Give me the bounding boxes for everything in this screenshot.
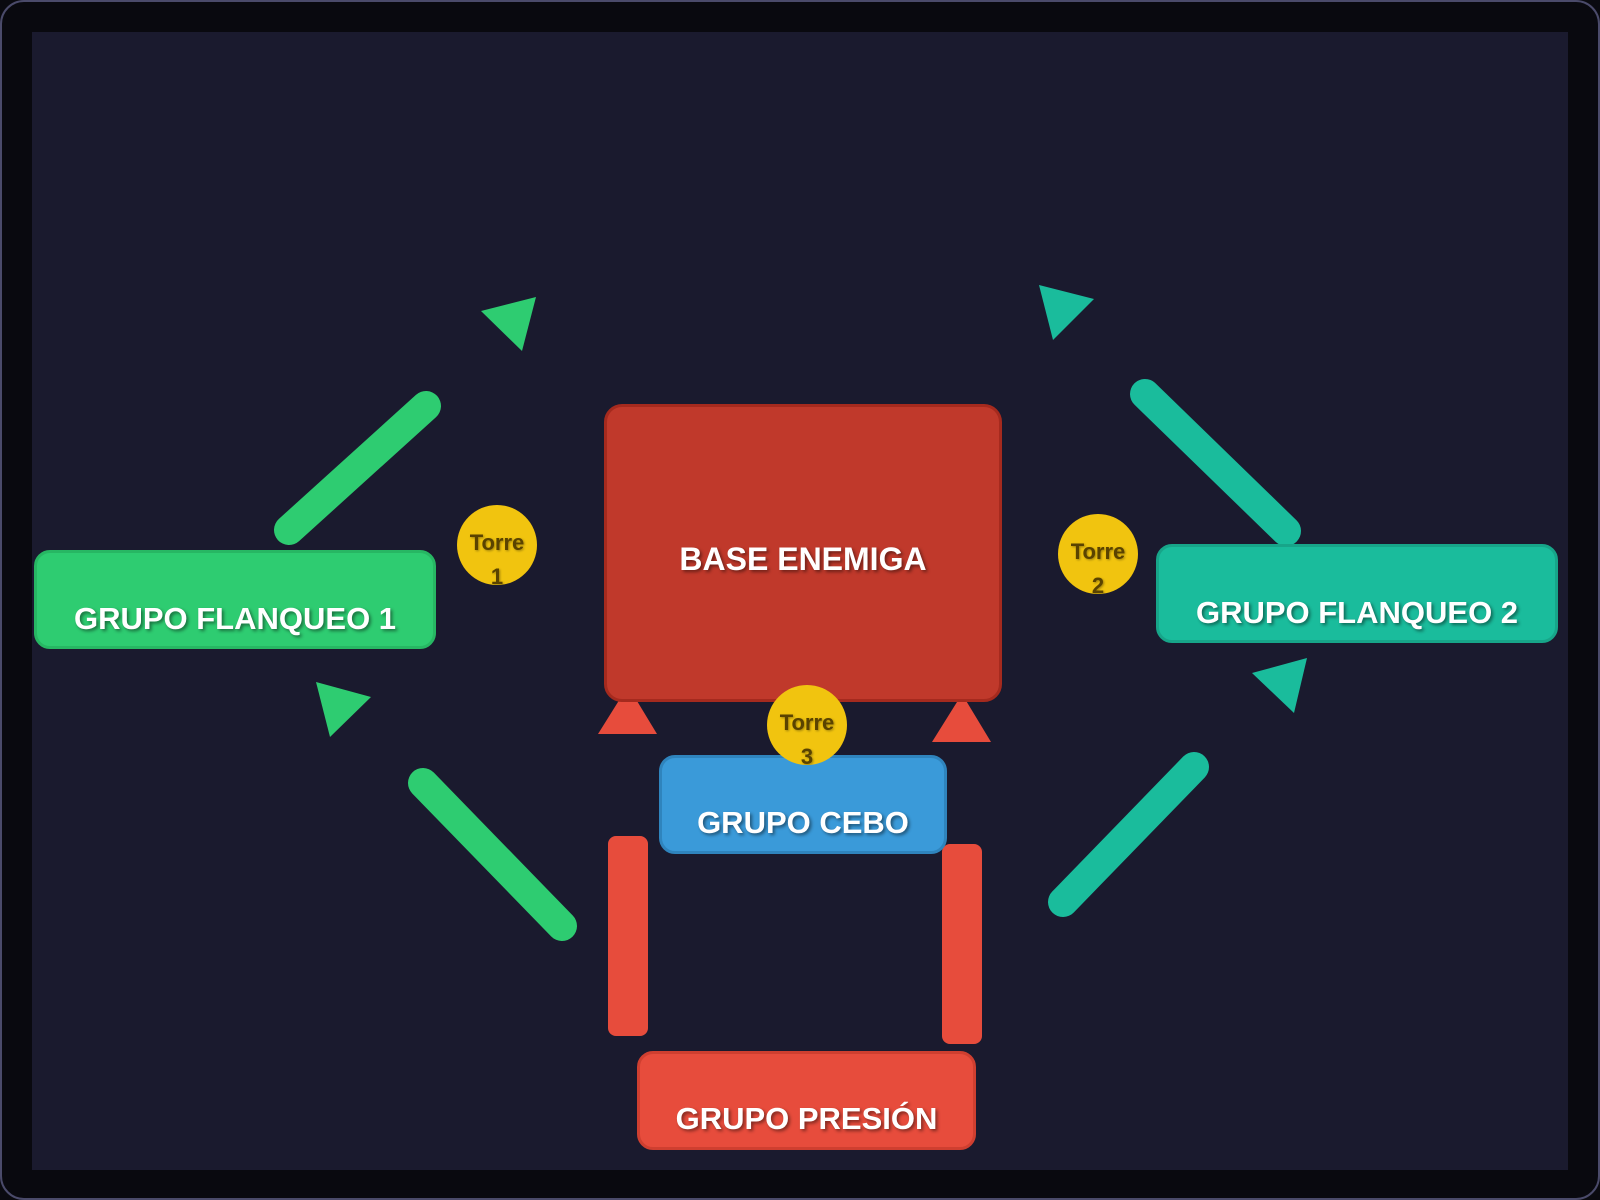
tower-2-marker: Torre 2 — [1058, 514, 1138, 594]
pressure-arrowhead-right — [932, 694, 991, 742]
enemy-base-node: BASE ENEMIGA — [604, 404, 1002, 702]
tower-3-number: 3 — [800, 744, 814, 765]
flank2-arrowhead-lower — [1252, 658, 1307, 713]
pressure-path-right — [942, 844, 982, 1044]
bait-group-node: GRUPO CEBO — [659, 755, 947, 854]
pressure-group-node: GRUPO PRESIÓN — [637, 1051, 976, 1150]
tower-2-number: 2 — [1091, 573, 1105, 594]
tower-2-label: Torre — [1070, 539, 1126, 564]
tower-3-marker: Torre 3 — [767, 685, 847, 765]
flank-group-2-label: GRUPO FLANQUEO 2 — [1195, 595, 1519, 630]
flank1-arrowhead-upper — [481, 297, 536, 351]
flank2-arrowhead-upper — [1039, 285, 1094, 340]
flank-group-2-node: GRUPO FLANQUEO 2 — [1156, 544, 1558, 643]
tower-3-label: Torre — [779, 710, 835, 735]
enemy-base-label: BASE ENEMIGA — [679, 541, 927, 577]
flank1-arrowhead-lower — [316, 682, 371, 737]
pressure-path-left — [608, 836, 648, 1036]
flank-group-1-label: GRUPO FLANQUEO 1 — [73, 601, 397, 636]
pressure-group-label: GRUPO PRESIÓN — [675, 1101, 938, 1136]
tower-1-marker: Torre 1 — [457, 505, 537, 585]
tower-1-label: Torre — [469, 530, 525, 555]
pressure-arrowhead-left — [598, 686, 657, 734]
flank1-path-lower — [408, 768, 577, 941]
flank-group-1-node: GRUPO FLANQUEO 1 — [34, 550, 436, 649]
flank2-path-lower — [1048, 752, 1209, 917]
tower-1-number: 1 — [490, 564, 504, 585]
bait-group-label: GRUPO CEBO — [697, 805, 909, 840]
flank2-path-upper — [1130, 379, 1301, 546]
flank1-path-upper — [274, 391, 441, 545]
